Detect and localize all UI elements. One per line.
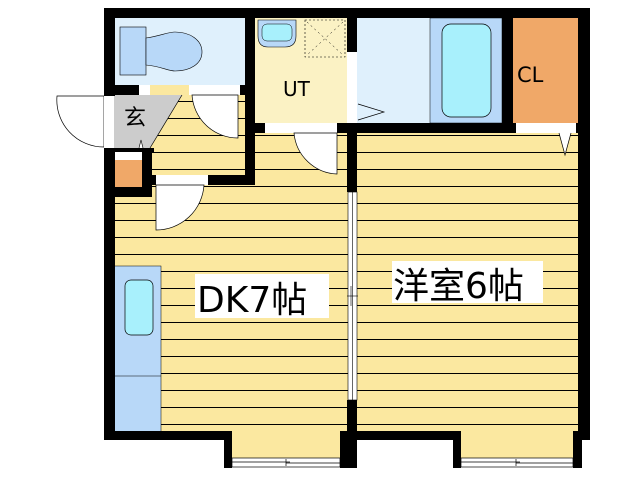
entrance-label: 玄	[124, 106, 146, 131]
shoe-cabinet	[114, 160, 142, 187]
bathtub-icon	[441, 23, 492, 118]
washbasin-bowl	[261, 23, 293, 42]
western-room-label: 洋室6帖	[393, 266, 524, 307]
closet	[513, 18, 578, 123]
bathroom	[357, 18, 430, 123]
utility-door[interactable]	[293, 132, 338, 175]
entrance-floor	[114, 95, 182, 148]
toilet-tank-icon	[119, 26, 147, 76]
western-bay-floor	[461, 432, 573, 460]
closet-door-icon[interactable]	[558, 132, 572, 157]
sink-icon	[124, 279, 154, 336]
utility-label: UT	[283, 77, 311, 101]
dk-label: DK7帖	[197, 280, 307, 321]
walls	[104, 8, 590, 468]
dk-window	[231, 457, 341, 468]
bathroom-door[interactable]	[348, 52, 357, 123]
bathroom-door-swing	[357, 103, 386, 121]
dk-door[interactable]	[155, 184, 205, 231]
toilet-door[interactable]	[191, 94, 239, 139]
closet-label: CL	[517, 63, 544, 87]
western-window	[460, 457, 574, 468]
dk-bay-floor	[232, 432, 340, 460]
toilet-door-frame	[189, 85, 240, 95]
front-door[interactable]	[56, 95, 105, 148]
toilet-bowl-icon	[145, 31, 203, 72]
